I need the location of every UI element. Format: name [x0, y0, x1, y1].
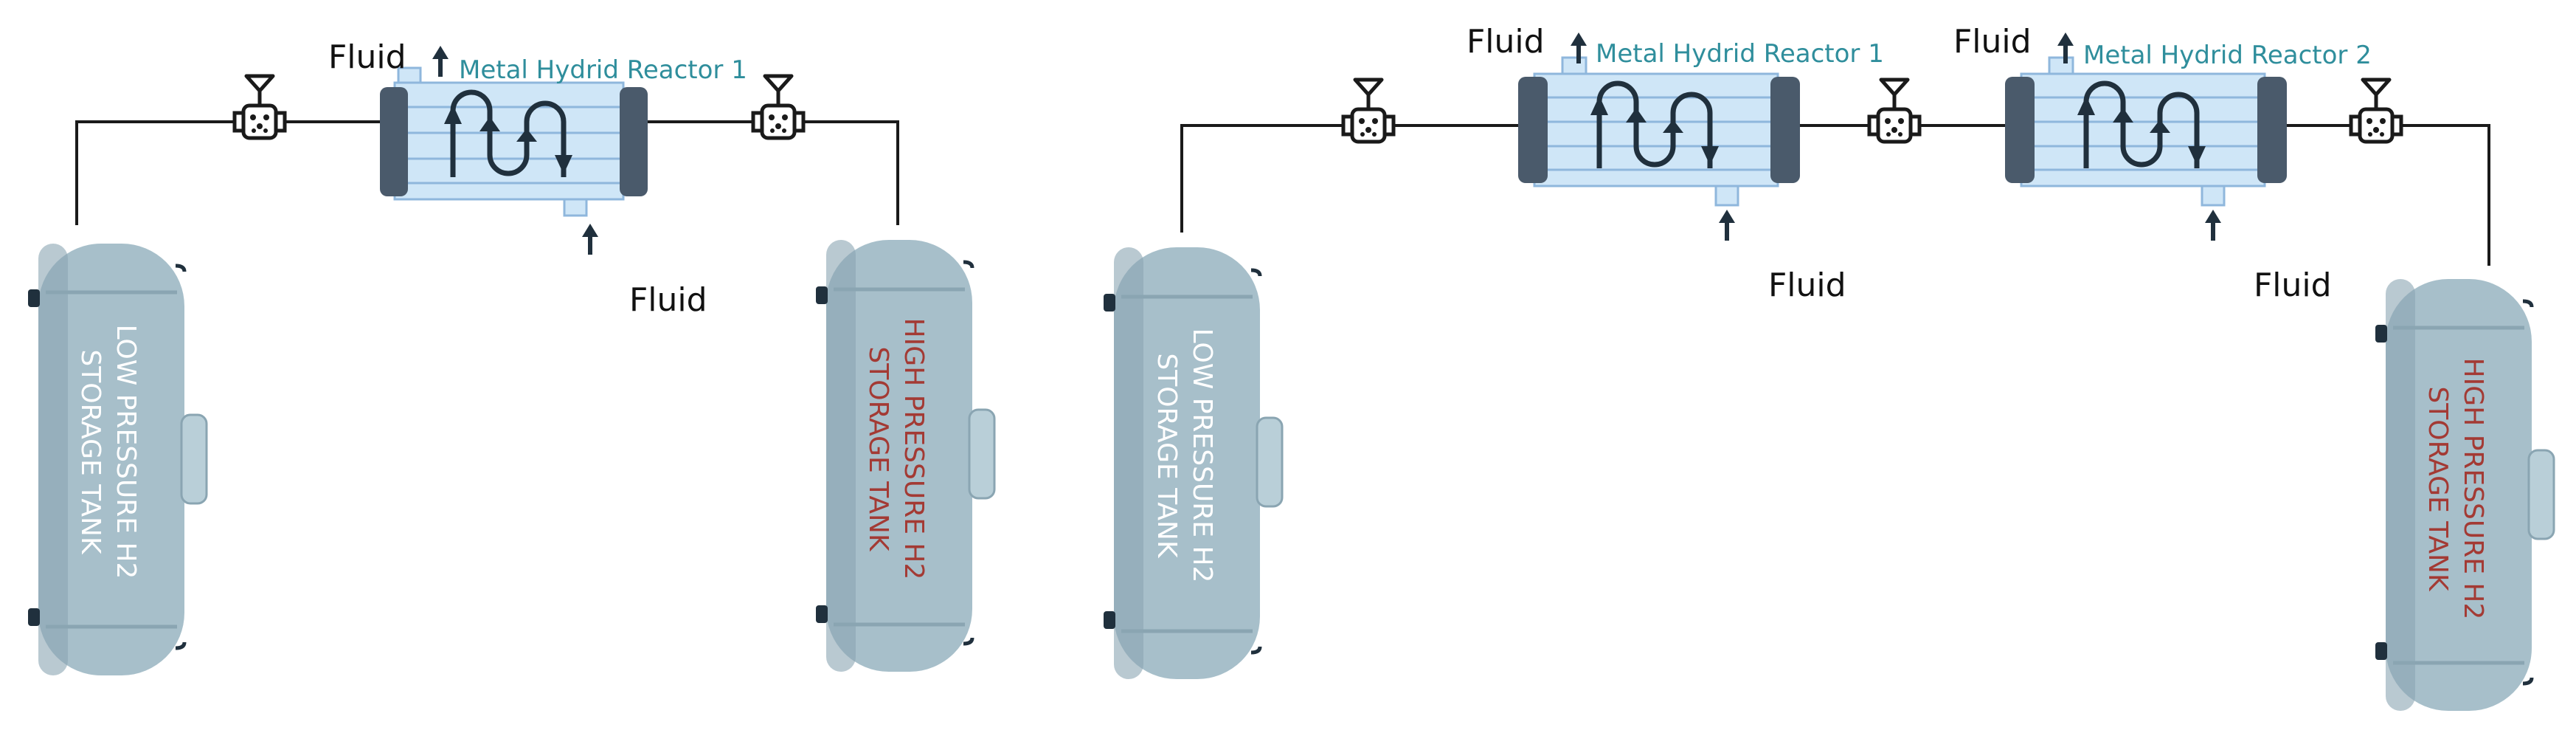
right-r2-label: Metal Hydrid Reactor 2	[2083, 41, 2372, 70]
right-r1-fluid-top-label: Fluid	[1467, 23, 1545, 61]
left-fluid-out-arrow-icon	[432, 46, 449, 77]
left-metal-hydride-reactor-1	[380, 66, 648, 217]
right-low-tank-line1: LOW PRESSURE H2	[1187, 328, 1217, 583]
right-outlet-valve-icon[interactable]	[2351, 80, 2401, 142]
left-system: Fluid Fluid Metal Hydrid Reactor 1 LOW P…	[28, 38, 996, 675]
left-pipe-low-to-valve	[75, 120, 236, 225]
right-metal-hydride-reactor-1	[1518, 56, 1800, 207]
right-r1-fluid-bottom-label: Fluid	[1768, 266, 1846, 304]
right-pipe-valve-to-high	[2400, 124, 2490, 266]
right-r2-fluid-in-arrow-icon	[2205, 210, 2221, 241]
left-inlet-valve-icon[interactable]	[235, 76, 285, 138]
left-pipe-valve-to-high	[803, 120, 899, 225]
right-r2-fluid-top-label: Fluid	[1953, 23, 2032, 61]
right-high-pressure-tank: HIGH PRESSURE H2 STORAGE TANK	[2375, 279, 2555, 711]
left-fluid-top-label: Fluid	[328, 38, 406, 76]
left-outlet-valve-icon[interactable]	[753, 76, 803, 138]
left-high-tank-line2: STORAGE TANK	[863, 346, 893, 552]
right-metal-hydride-reactor-2	[2005, 56, 2287, 207]
left-high-pressure-tank: HIGH PRESSURE H2 STORAGE TANK	[816, 240, 996, 672]
right-r1-fluid-in-arrow-icon	[1719, 210, 1735, 241]
left-fluid-in-arrow-icon	[582, 224, 598, 255]
left-low-pressure-tank: LOW PRESSURE H2 STORAGE TANK	[28, 244, 208, 675]
right-middle-valve-icon[interactable]	[1869, 80, 1919, 142]
right-pipe-low-to-valve	[1180, 124, 1344, 233]
right-high-tank-line1: HIGH PRESSURE H2	[2458, 358, 2488, 620]
left-reactor-label: Metal Hydrid Reactor 1	[459, 55, 747, 85]
right-low-pressure-tank: LOW PRESSURE H2 STORAGE TANK	[1104, 247, 1284, 679]
left-low-tank-line1: LOW PRESSURE H2	[111, 325, 141, 579]
right-inlet-valve-icon[interactable]	[1343, 80, 1393, 142]
right-low-tank-line2: STORAGE TANK	[1152, 353, 1182, 559]
right-high-tank-line2: STORAGE TANK	[2423, 386, 2453, 592]
left-low-tank-line2: STORAGE TANK	[75, 349, 105, 555]
right-r1-label: Metal Hydrid Reactor 1	[1596, 39, 1884, 69]
left-fluid-bottom-label: Fluid	[629, 281, 707, 319]
right-system: Fluid Fluid Metal Hydrid Reactor 1 Fluid…	[1104, 23, 2555, 711]
left-high-tank-line1: HIGH PRESSURE H2	[899, 318, 929, 580]
right-r2-fluid-bottom-label: Fluid	[2254, 266, 2332, 304]
